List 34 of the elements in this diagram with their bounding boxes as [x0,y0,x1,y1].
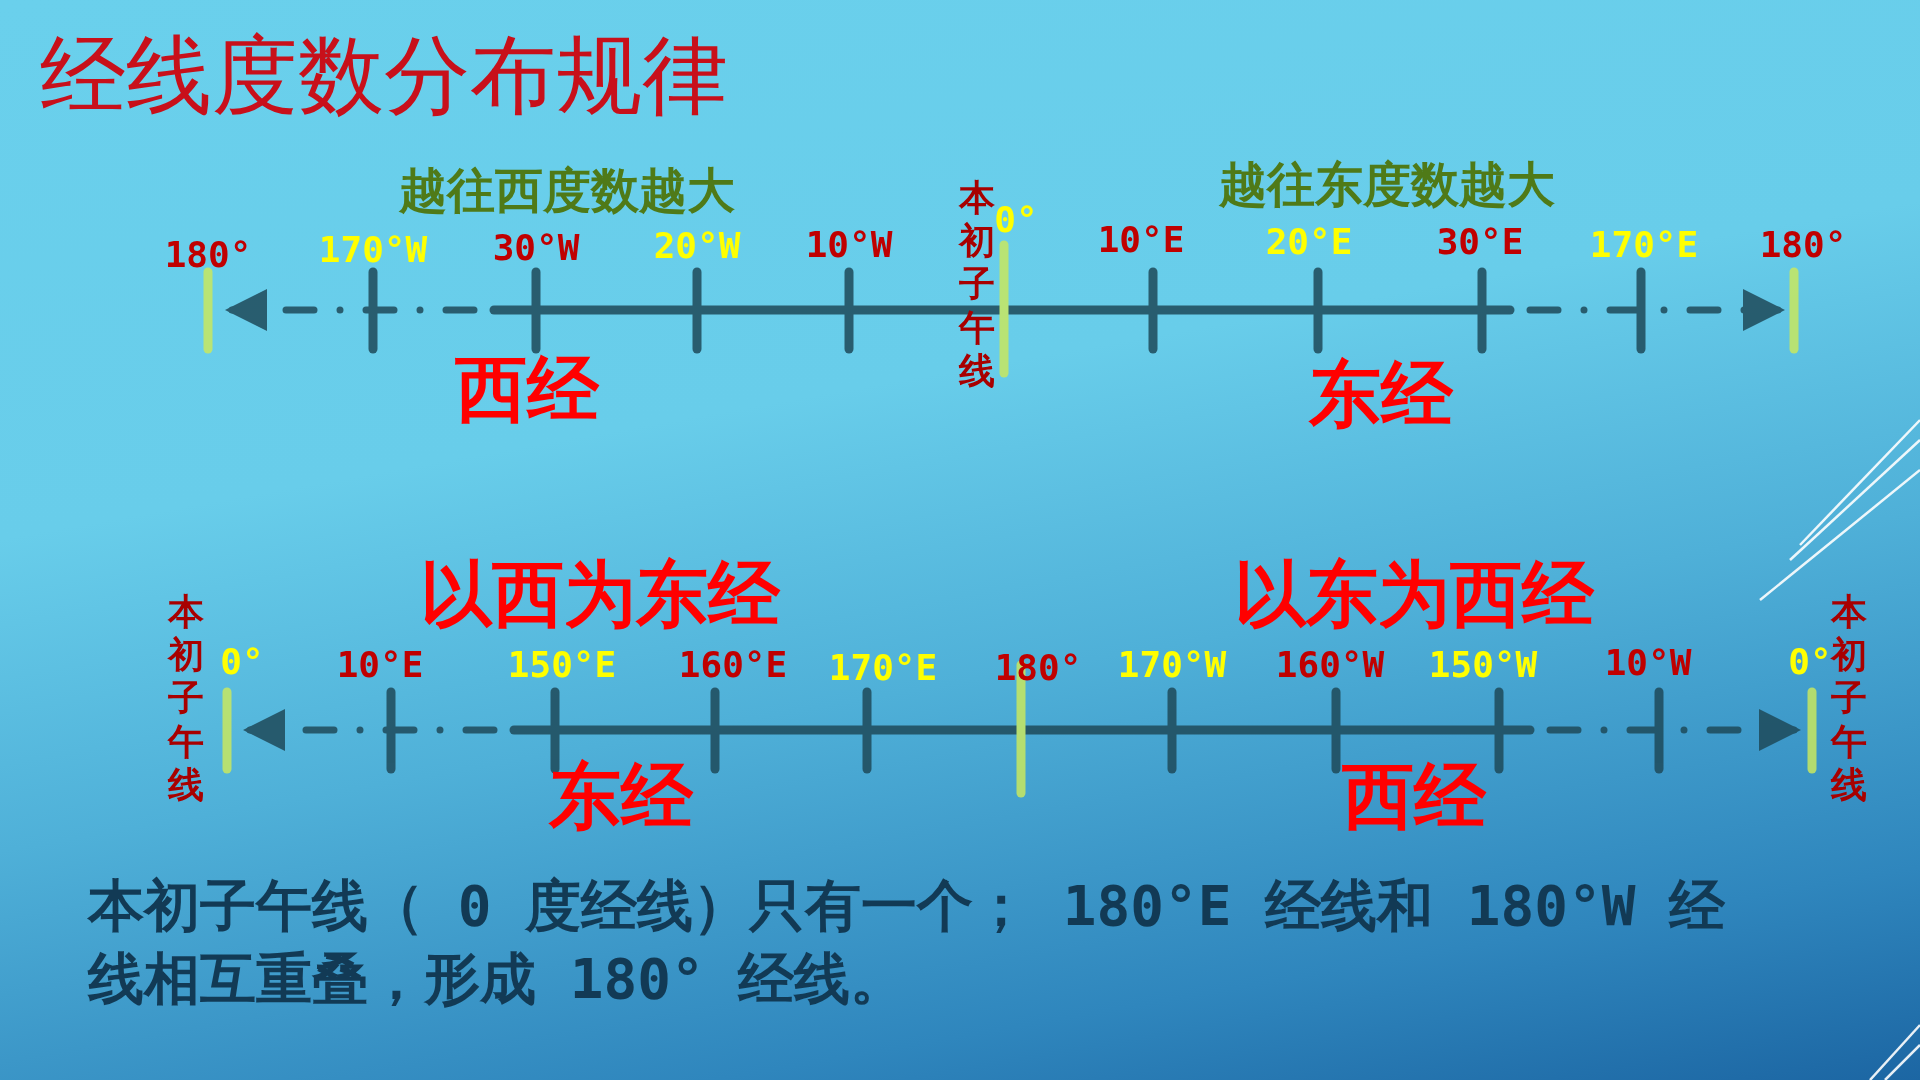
meridian-label: 本初子午线 [168,590,204,806]
degree-label: 20°E [1265,224,1353,260]
trend-heading: 越往东度数越大 [1219,160,1555,208]
meridian-label: 本初子午线 [959,176,995,392]
trend-heading: 越往西度数越大 [399,166,735,214]
region-label: 以西为东经 [420,558,780,630]
degree-label: 160°W [1275,647,1385,683]
degree-label: 20°W [653,228,741,264]
region-label: 以东为西经 [1234,558,1594,630]
degree-label: 180° [994,650,1082,686]
region-label: 东经 [1309,358,1453,430]
degree-label: 10°W [805,227,893,263]
degree-label: 0° [220,644,264,680]
degree-label: 180° [1759,227,1847,263]
degree-label: 150°E [507,647,617,683]
slide-title: 经线度数分布规律 [40,24,728,127]
region-label: 东经 [549,760,693,832]
degree-label: 30°E [1436,224,1524,260]
degree-label: 10°E [336,647,424,683]
degree-label: 150°W [1428,647,1538,683]
degree-label: 160°E [678,647,788,683]
degree-label: 10°E [1097,222,1185,258]
degree-label: 0° [994,202,1038,238]
degree-label: 10°W [1604,645,1692,681]
degree-label: 170°E [828,650,938,686]
meridian-label: 本初子午线 [1831,590,1867,806]
summary-text: 本初子午线（ 0 度经线）只有一个； 180°E 经线和 180°W 经线相互重叠，形成 180° 经线。 [88,872,1727,1013]
degree-label: 30°W [492,230,580,266]
region-label: 西经 [1342,760,1486,832]
degree-label: 170°W [1117,647,1227,683]
degree-label: 170°W [318,232,428,268]
region-label: 西经 [455,353,599,425]
degree-label: 180° [164,237,252,273]
degree-label: 170°E [1589,227,1699,263]
